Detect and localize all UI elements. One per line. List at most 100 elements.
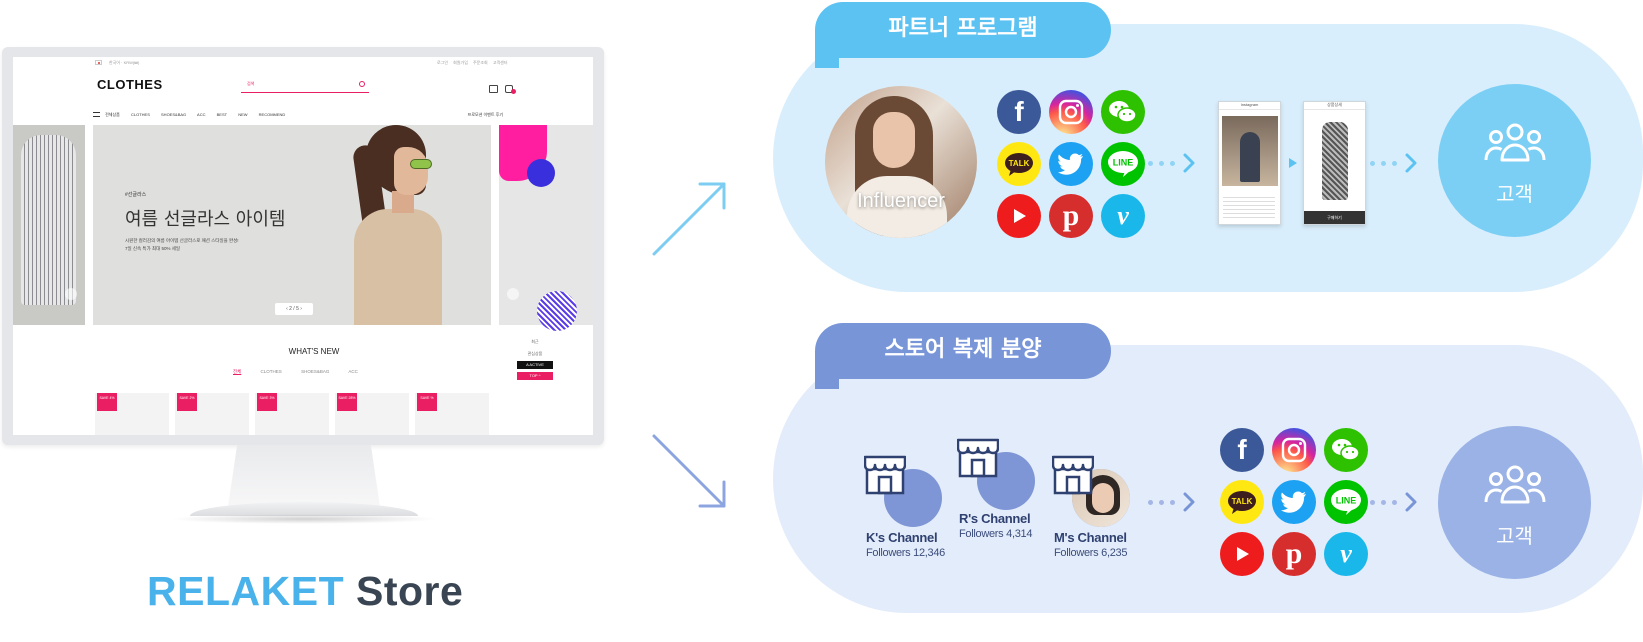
site-logo[interactable]: CLOTHES <box>97 77 163 92</box>
whats-new-heading: WHAT'S NEW <box>288 347 340 356</box>
store-title-suffix: Store <box>356 568 464 614</box>
side-wishlist[interactable]: 관심상품 <box>527 351 543 356</box>
product-page-mockup: 상품상세 구매하기 <box>1303 101 1366 225</box>
banner-headline: 여름 선글라스 아이템 <box>125 209 286 230</box>
menu-item[interactable]: BEST <box>216 112 228 117</box>
chevron-right-icon <box>1405 153 1417 173</box>
tab-all[interactable]: 전체 <box>233 369 242 374</box>
menu-icon[interactable] <box>93 112 100 118</box>
people-group-icon <box>1484 465 1546 504</box>
flow-dots-1 <box>1148 153 1195 173</box>
channel-followers: Followers 6,235 <box>1054 547 1128 559</box>
search-icon[interactable] <box>359 81 365 87</box>
menu-item[interactable]: ACC <box>197 112 206 117</box>
chevron-right-icon <box>1183 492 1195 512</box>
side-active-button[interactable]: A ACTIVE <box>517 361 553 369</box>
product-card[interactable]: SAVE 4% <box>95 393 169 435</box>
channel-followers: Followers 4,314 <box>959 528 1033 540</box>
menu-item[interactable]: CLOTHES <box>130 112 150 117</box>
channel-name: M's Channel <box>1054 530 1127 545</box>
svg-text:TALK: TALK <box>1232 497 1253 506</box>
influencer-label: Influencer <box>857 190 945 212</box>
instagram-post-mockup: Instagram <box>1218 101 1281 225</box>
side-top-button[interactable]: TOP ^ <box>517 372 553 380</box>
chevron-right-icon <box>1405 492 1417 512</box>
wechat-icon <box>1324 428 1368 472</box>
product-card[interactable]: SAVE 3% <box>255 393 329 435</box>
site-menu: 전체상품 CLOTHES SHOES&BAG ACC BEST NEW RECO… <box>93 112 513 122</box>
save-badge: SAVE 4% <box>97 393 117 411</box>
save-badge: SAVE 28% <box>337 393 357 411</box>
menu-right-links[interactable]: 프로모션 이벤트 후기 <box>467 112 503 117</box>
post-text <box>1223 194 1275 218</box>
save-badge: SAVE 3% <box>257 393 277 411</box>
hero-banner[interactable]: #선글라스 여름 선글라스 아이템 시원한 컬러감의 여름 아이템 선글라스로 … <box>93 125 491 325</box>
save-badge: SAVE % <box>417 393 437 411</box>
save-badge: SAVE 2% <box>177 393 197 411</box>
wishlist-icon[interactable] <box>489 85 498 93</box>
kakaotalk-icon: TALK <box>1220 480 1264 524</box>
storefront-icon <box>864 455 906 495</box>
banner-desc-line: 7일 신속 특가 최대 50% 세일 <box>125 246 181 251</box>
monitor-shadow <box>170 514 438 524</box>
menu-item[interactable]: NEW <box>238 112 248 117</box>
tab-shoes-bag[interactable]: SHOES&BAG <box>301 369 330 374</box>
channel-name: K's Channel <box>866 530 938 545</box>
tab-clothes[interactable]: CLOTHES <box>260 369 282 374</box>
banner-pager[interactable]: ‹ 2 / 5 › <box>275 303 313 315</box>
site-search-input[interactable]: 검색 <box>241 79 369 93</box>
model-image <box>328 125 488 325</box>
banner-prev-slide <box>13 125 85 325</box>
influencer-photo: Influencer <box>825 86 977 238</box>
search-placeholder: 검색 <box>247 81 255 86</box>
play-arrow-icon <box>1289 158 1297 168</box>
slide-prev-icon[interactable] <box>65 288 77 300</box>
menu-item[interactable]: RECOMMEND <box>258 112 286 117</box>
menu-item[interactable]: 전체상품 <box>105 112 120 117</box>
arrow-down-right-icon <box>652 434 726 508</box>
slide-next-icon[interactable] <box>507 288 519 300</box>
pinterest-icon: p <box>1049 194 1093 238</box>
site-topbar: 한국어 · KRW(₩) 로그인 회원가입 주문조회 고객센터 <box>13 57 593 69</box>
twitter-icon <box>1049 142 1093 186</box>
people-group-icon <box>1484 123 1546 162</box>
chevron-right-icon <box>1183 153 1195 173</box>
line-icon: LINE <box>1324 480 1368 524</box>
phone-bar: Instagram <box>1219 102 1280 110</box>
coat-image <box>1322 122 1348 200</box>
monitor-stand-neck <box>228 445 380 507</box>
tab-acc[interactable]: ACC <box>348 369 358 374</box>
svg-text:LINE: LINE <box>1113 158 1134 168</box>
topbar-links[interactable]: 로그인 회원가입 주문조회 고객센터 <box>437 60 508 65</box>
facebook-icon: f <box>997 90 1041 134</box>
kakaotalk-icon: TALK <box>997 142 1041 186</box>
product-card[interactable]: SAVE 2% <box>175 393 249 435</box>
quick-side-panel: 최근 관심상품 A ACTIVE TOP ^ <box>515 339 555 380</box>
product-card[interactable]: SAVE 28% <box>335 393 409 435</box>
svg-text:LINE: LINE <box>1336 496 1357 506</box>
wechat-icon <box>1101 90 1145 134</box>
menu-item[interactable]: SHOES&BAG <box>161 112 187 117</box>
monitor-stand-base <box>190 502 418 516</box>
side-recent[interactable]: 최근 <box>531 339 539 344</box>
banner-tag: #선글라스 <box>125 192 147 198</box>
category-tabs: 전체 CLOTHES SHOES&BAG ACC <box>233 369 358 375</box>
instagram-icon <box>1049 90 1093 134</box>
youtube-icon <box>1220 532 1264 576</box>
youtube-icon <box>997 194 1041 238</box>
post-photo <box>1222 116 1278 186</box>
store-replica-tab: 스토어 복제 분양 <box>815 323 1111 379</box>
topbar-language[interactable]: 한국어 · KRW(₩) <box>109 60 140 65</box>
cart-icon[interactable] <box>505 85 516 94</box>
svg-text:TALK: TALK <box>1009 159 1030 168</box>
buy-button[interactable]: 구매하기 <box>1304 211 1365 224</box>
banner-next-slide <box>499 125 593 331</box>
customer-label: 고객 <box>1496 524 1533 548</box>
channel-name: R's Channel <box>959 511 1031 526</box>
storefront-icon <box>957 438 999 478</box>
pinterest-icon: p <box>1272 532 1316 576</box>
product-card[interactable]: SAVE % <box>415 393 489 435</box>
customer-circle: 고객 <box>1438 426 1591 579</box>
facebook-icon: f <box>1220 428 1264 472</box>
flow-dots-4 <box>1370 492 1417 512</box>
